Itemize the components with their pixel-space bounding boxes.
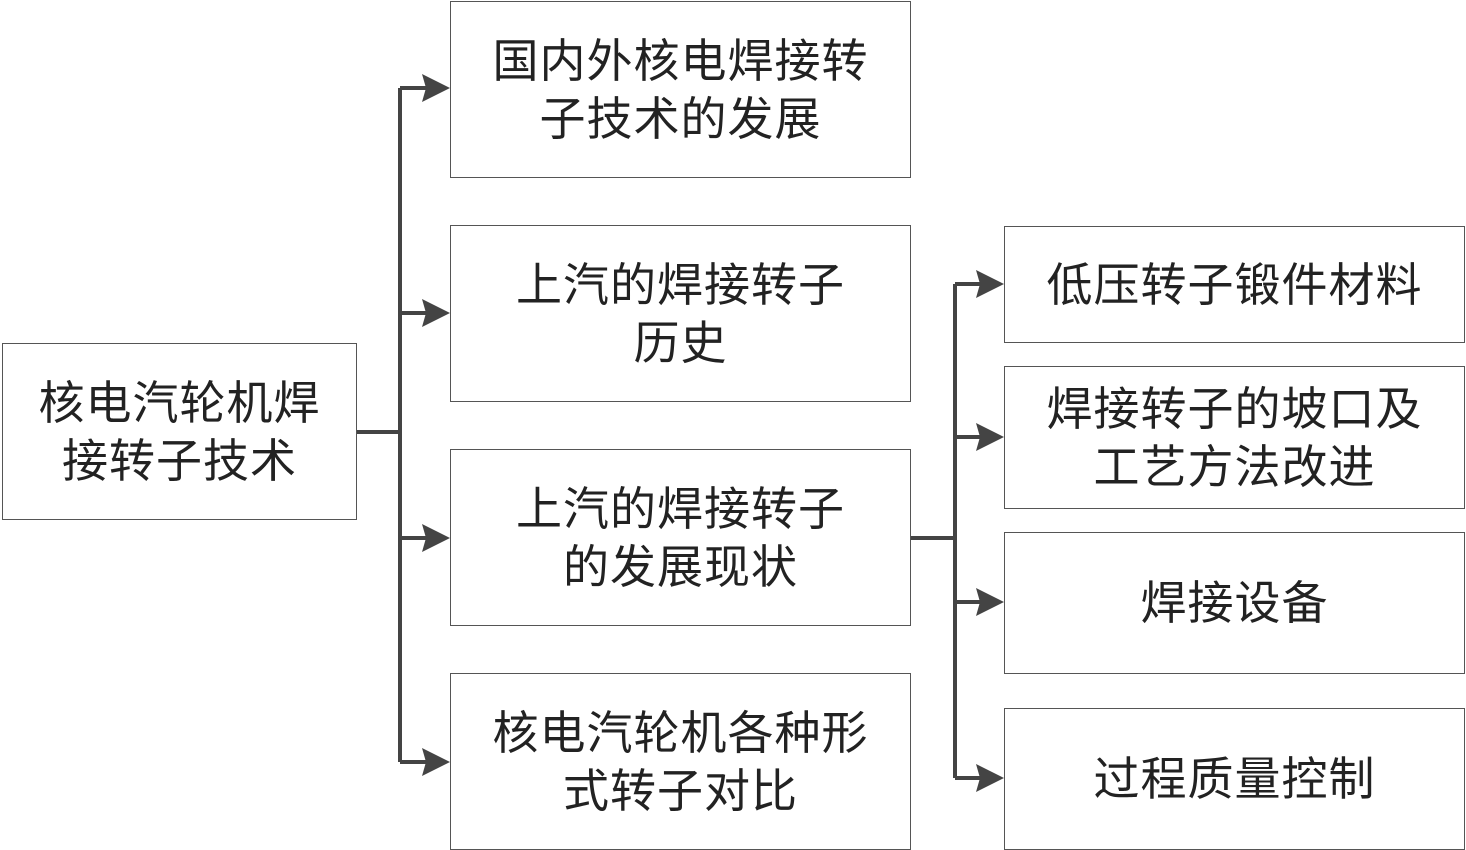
- level2-node-2: 焊接转子的坡口及 工艺方法改进: [1004, 366, 1465, 509]
- arrowhead-level2-1: [976, 270, 1004, 298]
- arrowhead-level1-1: [422, 74, 450, 102]
- level1-node-4-line-2: 式转子对比: [563, 763, 798, 818]
- level1-node-4-line-1: 核电汽轮机各种形: [492, 705, 869, 760]
- arrowhead-level2-2: [976, 423, 1004, 451]
- level2-node-2-line-2: 工艺方法改进: [1093, 439, 1376, 494]
- level2-node-1-line-1: 低压转子锻件材料: [1046, 257, 1423, 312]
- level1-node-2-line-1: 上汽的焊接转子: [516, 257, 845, 312]
- arrowhead-level1-2: [422, 299, 450, 327]
- arrowhead-level2-4: [976, 764, 1004, 792]
- level2-node-4: 过程质量控制: [1004, 708, 1465, 850]
- level1-node-1-line-2: 子技术的发展: [539, 91, 822, 146]
- level1-node-3-line-1: 上汽的焊接转子: [516, 481, 845, 536]
- level1-node-4: 核电汽轮机各种形 式转子对比: [450, 673, 911, 850]
- level1-node-3: 上汽的焊接转子 的发展现状: [450, 449, 911, 626]
- level1-node-1: 国内外核电焊接转 子技术的发展: [450, 1, 911, 178]
- arrowhead-level2-3: [976, 588, 1004, 616]
- arrowhead-level1-3: [422, 524, 450, 552]
- level2-node-1: 低压转子锻件材料: [1004, 226, 1465, 343]
- level2-node-4-line-1: 过程质量控制: [1093, 752, 1376, 806]
- level1-node-2: 上汽的焊接转子 历史: [450, 225, 911, 402]
- root-node: 核电汽轮机焊 接转子技术: [2, 343, 357, 520]
- level2-node-3: 焊接设备: [1004, 532, 1465, 674]
- root-node-line-2: 接转子技术: [62, 433, 297, 488]
- arrowhead-level1-4: [422, 748, 450, 776]
- level1-node-3-line-2: 的发展现状: [563, 539, 798, 594]
- root-node-line-1: 核电汽轮机焊: [38, 375, 321, 430]
- level2-node-3-line-1: 焊接设备: [1140, 576, 1329, 630]
- level1-node-2-line-2: 历史: [633, 315, 728, 370]
- level2-node-2-line-1: 焊接转子的坡口及: [1046, 381, 1423, 436]
- level1-node-1-line-1: 国内外核电焊接转: [492, 33, 869, 88]
